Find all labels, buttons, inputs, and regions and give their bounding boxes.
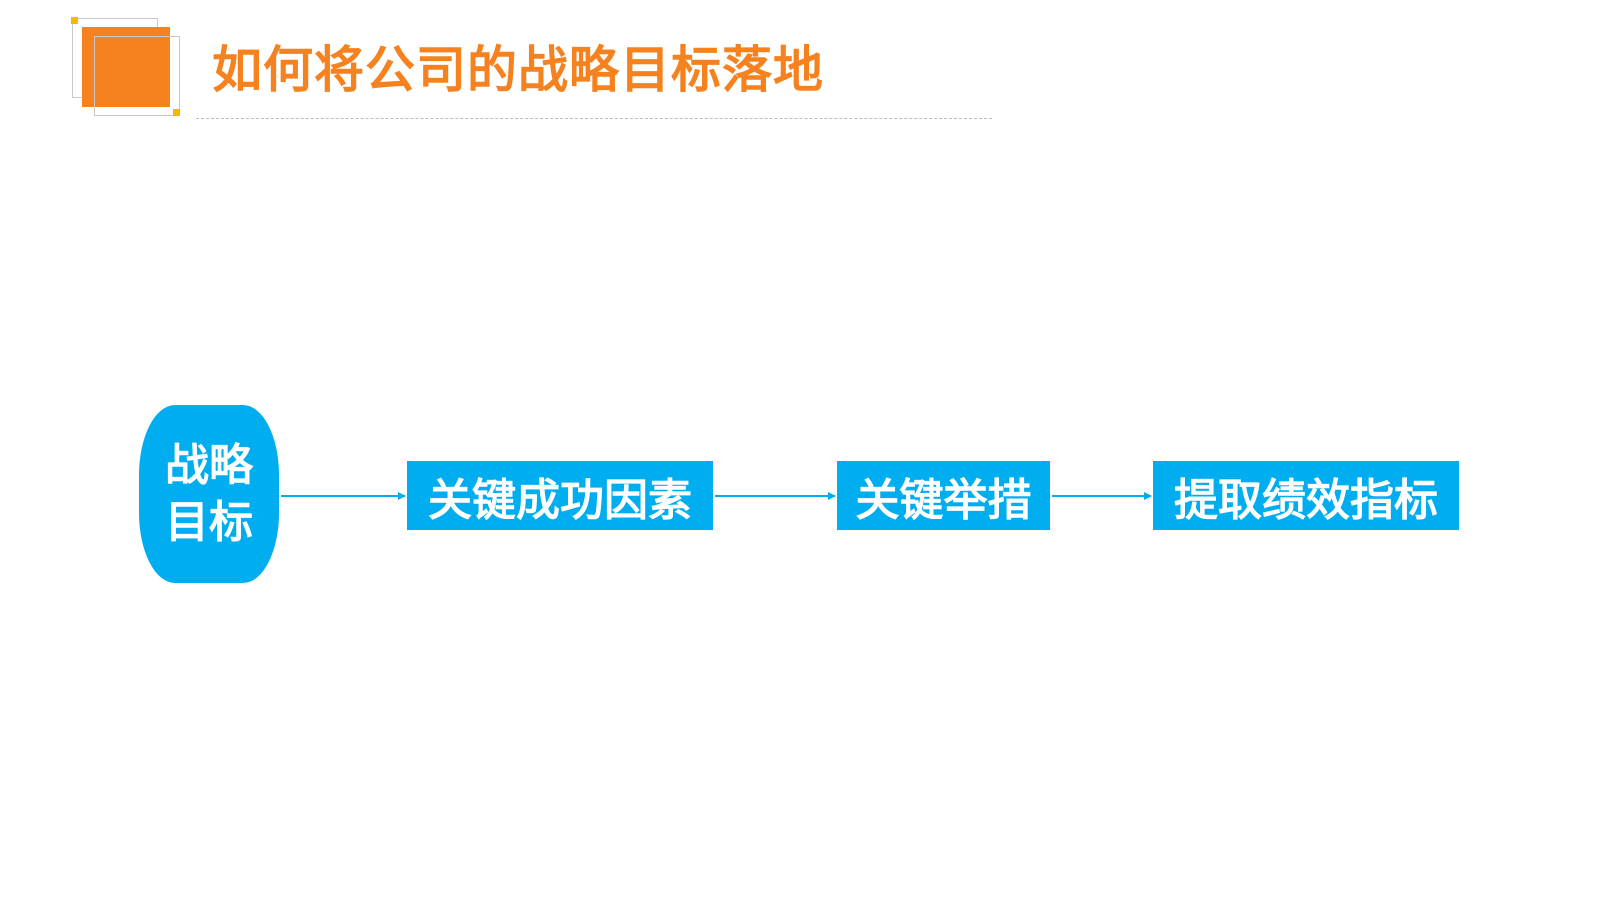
node-strategic-goal: 战略目标 [139,405,279,583]
page-title: 如何将公司的战略目标落地 [212,41,824,99]
title-decoration [71,17,180,116]
node-extract-kpis-label: 提取绩效指标 [1174,474,1438,526]
node-extract-kpis: 提取绩效指标 [1153,461,1459,530]
frame-outline-front [94,36,180,116]
title-divider [196,118,992,119]
node-key-success-factors: 关键成功因素 [407,461,713,530]
node-key-success-factors-label: 关键成功因素 [428,474,692,526]
corner-dot-top-left [71,17,78,24]
node-key-actions-label: 关键举措 [855,474,1032,526]
orange-square [82,27,170,107]
node-key-actions: 关键举措 [837,461,1050,530]
corner-dot-bottom-right [173,109,180,116]
node-strategic-goal-label: 战略目标 [165,439,253,548]
